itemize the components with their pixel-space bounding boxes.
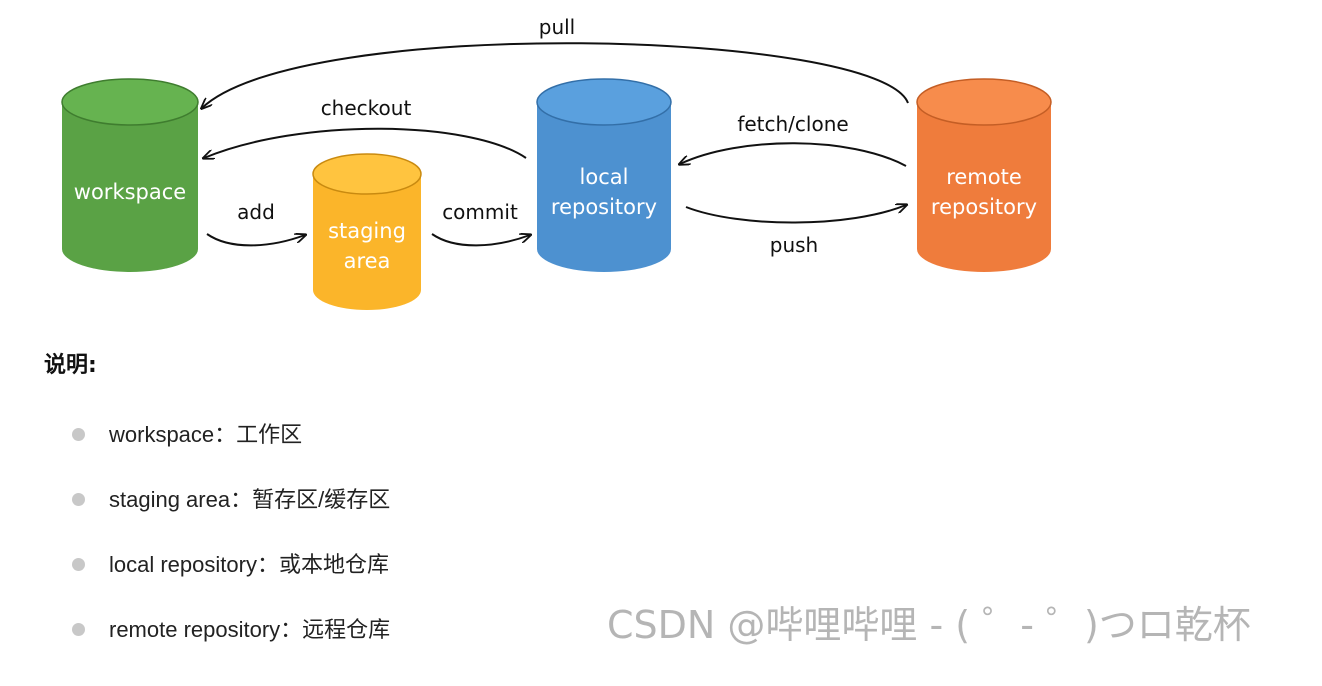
staging-area-cylinder-body bbox=[313, 174, 421, 310]
workspace-label: workspace bbox=[74, 180, 186, 204]
workspace-cylinder-body bbox=[62, 102, 198, 272]
local-repository-cylinder-top bbox=[536, 78, 672, 126]
local-repository-cylinder: local repository bbox=[536, 78, 672, 272]
staging-area-cylinder-top bbox=[312, 153, 422, 195]
checkout-arrow bbox=[204, 127, 527, 158]
push-label: push bbox=[770, 233, 818, 257]
pull-label: pull bbox=[539, 15, 575, 39]
bullet-icon bbox=[72, 558, 85, 571]
staging-area-cylinder: staging area bbox=[312, 153, 422, 310]
staging-area-label-line1: staging bbox=[328, 219, 406, 243]
watermark: CSDN @哔哩哔哩 - ( ゜- ゜)つロ乾杯 bbox=[607, 603, 1251, 647]
list-item-text: local repository：或本地仓库 bbox=[109, 552, 389, 577]
explanation-list: workspace：工作区 staging area：暂存区/缓存区 local… bbox=[72, 417, 390, 677]
fetch-clone-label: fetch/clone bbox=[737, 112, 848, 136]
local-repository-label-line1: local bbox=[580, 165, 629, 189]
bullet-icon bbox=[72, 493, 85, 506]
workspace-cylinder-top bbox=[61, 78, 199, 126]
remote-repository-cylinder: remote repository bbox=[916, 78, 1052, 272]
pull-arrow bbox=[202, 42, 909, 108]
list-item: workspace：工作区 bbox=[72, 417, 390, 482]
list-item-text: workspace：工作区 bbox=[109, 422, 303, 447]
list-item-text: staging area：暂存区/缓存区 bbox=[109, 487, 391, 512]
remote-repository-label-line2: repository bbox=[931, 195, 1037, 219]
list-item-text: remote repository：远程仓库 bbox=[109, 617, 391, 642]
remote-repository-cylinder-top bbox=[916, 78, 1052, 126]
commit-arrow bbox=[431, 234, 530, 247]
commit-label: commit bbox=[442, 200, 518, 224]
remote-repository-label-line1: remote bbox=[946, 165, 1022, 189]
list-item: local repository：或本地仓库 bbox=[72, 547, 390, 612]
add-arrow bbox=[206, 234, 305, 247]
bullet-icon bbox=[72, 428, 85, 441]
push-arrow bbox=[685, 205, 906, 224]
local-repository-cylinder-body bbox=[537, 102, 671, 272]
explanation-title: 说明: bbox=[44, 353, 97, 378]
remote-repository-cylinder-body bbox=[917, 102, 1051, 272]
git-workflow-diagram: workspace staging area local repository … bbox=[61, 15, 1052, 310]
local-repository-label-line2: repository bbox=[551, 195, 657, 219]
list-item: staging area：暂存区/缓存区 bbox=[72, 482, 390, 547]
list-item: remote repository：远程仓库 bbox=[72, 612, 390, 677]
staging-area-label-line2: area bbox=[344, 249, 391, 273]
checkout-label: checkout bbox=[321, 96, 412, 120]
add-label: add bbox=[237, 200, 275, 224]
fetch-clone-arrow bbox=[680, 142, 907, 167]
bullet-icon bbox=[72, 623, 85, 636]
workspace-cylinder: workspace bbox=[61, 78, 199, 272]
